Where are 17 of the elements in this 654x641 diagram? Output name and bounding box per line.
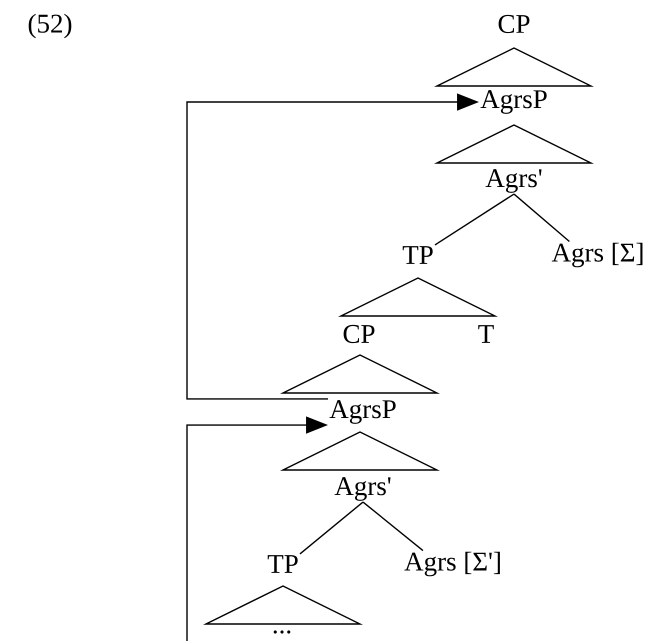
category-label: Agrs [Σ'] xyxy=(404,552,500,576)
category-label: AgrsP xyxy=(330,400,396,424)
category-label: AgrsP xyxy=(480,90,547,114)
category-label: ... xyxy=(274,630,290,634)
category-label: TP xyxy=(402,246,433,264)
tree-branch xyxy=(514,194,570,242)
category-label: TP xyxy=(268,555,298,573)
category-label: T xyxy=(478,325,494,343)
category-label: Agrs' xyxy=(334,477,391,501)
category-label: CP xyxy=(498,14,530,34)
category-label: Agrs [Σ] xyxy=(552,242,642,268)
tree-branch xyxy=(362,501,424,552)
tree-branch xyxy=(434,193,514,246)
category-label: CP xyxy=(344,324,374,344)
tree-branch xyxy=(300,501,364,554)
example-number: (52) xyxy=(28,14,72,38)
category-label: Agrs' xyxy=(486,169,542,193)
